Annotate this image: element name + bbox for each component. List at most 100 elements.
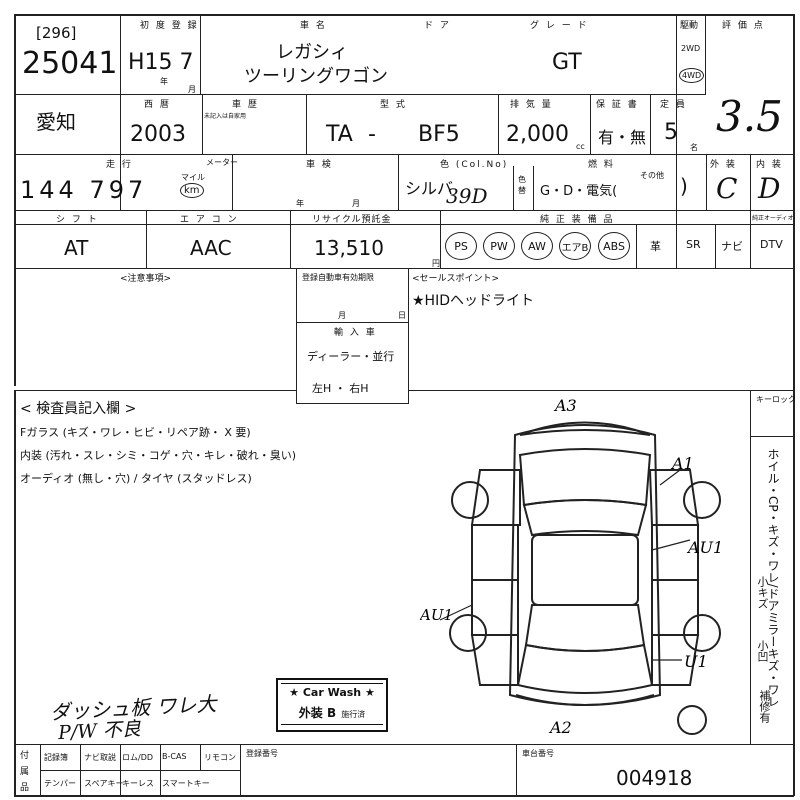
col-fuel bbox=[533, 166, 534, 210]
warranty: 有・無 bbox=[598, 128, 647, 147]
notes-bottom-right bbox=[408, 390, 794, 391]
col-history bbox=[202, 94, 203, 154]
fuel: G・D・電気( bbox=[540, 184, 618, 199]
col-exterior bbox=[706, 154, 707, 210]
fuel-label: 燃 料 bbox=[588, 160, 615, 170]
col-inspection bbox=[232, 154, 233, 210]
grade-label: グ レ ー ド bbox=[530, 21, 589, 31]
equip-sr: SR bbox=[686, 238, 701, 251]
reg-value: H15 7 bbox=[128, 50, 194, 75]
color-label: 色 (Col.No) bbox=[440, 160, 509, 170]
col-1 bbox=[120, 14, 121, 210]
warranty-label: 保 証 書 bbox=[596, 100, 639, 110]
mileage-unit-top: マイル bbox=[181, 173, 205, 182]
sales-label: <セールスポイント> bbox=[412, 274, 500, 284]
rear-window bbox=[524, 604, 646, 652]
import-dealer: ディーラー・並行 bbox=[307, 350, 395, 363]
recycle-label: リサイクル預託金 bbox=[312, 215, 392, 225]
right-front-fender bbox=[648, 469, 700, 526]
col-capacity bbox=[650, 94, 651, 154]
left-front-door bbox=[471, 524, 519, 581]
wheel-rear-left bbox=[449, 614, 487, 652]
car-damage-diagram: A3 A1 AU1 AU1 U1 A2 bbox=[420, 396, 723, 737]
year: 2003 bbox=[130, 122, 186, 147]
capacity-label: 定 員 bbox=[660, 100, 687, 110]
row-line-1 bbox=[14, 94, 706, 95]
row-line-3b bbox=[14, 224, 794, 225]
rear-bumper bbox=[515, 694, 655, 706]
inspector-line-1: Fガラス (キズ・ワレ・ヒビ・リペア跡・ X 要) bbox=[20, 426, 251, 439]
prefecture: 愛知 bbox=[36, 110, 76, 134]
car-name-line2: ツーリングワゴン bbox=[244, 66, 388, 87]
recycle-unit: 円 bbox=[432, 259, 440, 268]
row-line-4 bbox=[14, 268, 794, 269]
door-label: ド ア bbox=[424, 21, 451, 31]
col-interior bbox=[750, 154, 751, 210]
footer-col-5 bbox=[240, 744, 241, 796]
col-color bbox=[398, 154, 399, 210]
col-recycle bbox=[290, 210, 291, 268]
equip-sep-2 bbox=[676, 224, 677, 268]
fuel-close: ) bbox=[680, 174, 688, 198]
sales-point: ★HIDヘッドライト bbox=[412, 293, 534, 309]
equip-ps: PS bbox=[445, 232, 477, 260]
expiry-month: 月 bbox=[338, 311, 346, 320]
inspection-month: 月 bbox=[352, 199, 360, 208]
roof bbox=[531, 534, 639, 606]
left-front-fender bbox=[470, 469, 521, 526]
equip-dtv: DTV bbox=[760, 238, 783, 251]
car-name-label: 車 名 bbox=[300, 21, 327, 31]
tag-front-right: A1 bbox=[670, 454, 694, 473]
shift: AT bbox=[64, 236, 89, 260]
frame-bottom bbox=[14, 795, 794, 797]
inspector-line-2: 内装 (汚れ・スレ・シミ・コゲ・穴・キレ・破れ・臭い) bbox=[20, 449, 297, 462]
capacity-unit: 名 bbox=[690, 143, 698, 152]
interior-grade: D bbox=[758, 172, 781, 205]
tag-bottom: A2 bbox=[548, 718, 572, 737]
notes-bottom-left bbox=[14, 390, 296, 391]
rear-hatch bbox=[516, 643, 654, 694]
carwash-stamp: ★ Car Wash ★ 外装 B 施行済 bbox=[276, 678, 388, 732]
row-line-3 bbox=[14, 210, 794, 211]
interior-label: 内 装 bbox=[756, 160, 783, 170]
footer-col-3 bbox=[160, 744, 161, 796]
expiry-label: 登録自動車有効期限 bbox=[302, 273, 374, 282]
score-label: 評 価 点 bbox=[722, 21, 765, 31]
drive-label: 駆動 bbox=[680, 21, 699, 31]
frame-right bbox=[793, 14, 795, 796]
carwash-suffix: 施行済 bbox=[341, 710, 366, 719]
frame-left-lower bbox=[14, 390, 16, 796]
right-rear-fender bbox=[651, 634, 700, 686]
acc-spare-key: スペアキー bbox=[84, 779, 124, 788]
equip-aw: AW bbox=[521, 232, 553, 260]
col-color-change bbox=[513, 166, 514, 210]
frame-left bbox=[14, 14, 16, 386]
model-label: 型 式 bbox=[380, 100, 407, 110]
model-dash: - bbox=[368, 122, 376, 147]
left-rear-fender bbox=[470, 634, 519, 686]
ac: AAC bbox=[190, 236, 232, 260]
tag-left: AU1 bbox=[420, 606, 453, 624]
import-label: 輸 入 車 bbox=[334, 328, 377, 338]
cc-label: 排 気 量 bbox=[510, 100, 553, 110]
extra-equipment-label: 純正オーディオ bbox=[752, 215, 794, 222]
meter-label: メーター bbox=[206, 158, 238, 167]
acc-smart-key: スマートキー bbox=[162, 779, 210, 788]
color: シルバ bbox=[405, 179, 454, 198]
caution-label: <注意事項> bbox=[120, 274, 172, 284]
mileage: 144 797 bbox=[20, 176, 148, 204]
exterior-label: 外 装 bbox=[710, 160, 737, 170]
col-model bbox=[306, 94, 307, 154]
sidebar-repair: 補修有 bbox=[758, 690, 771, 723]
expiry-day: 日 bbox=[398, 311, 406, 320]
inspection-year: 年 bbox=[296, 199, 304, 208]
footer-top bbox=[14, 744, 794, 745]
sidebar-small-2: 小凹 bbox=[756, 640, 769, 662]
col-warranty bbox=[590, 94, 591, 154]
sidebar-vertical: ホイル・CP・キズ・ワレ/ドアミラーキズ・ワレ bbox=[766, 448, 780, 708]
grade: GT bbox=[552, 50, 582, 75]
equip-sep-3 bbox=[715, 224, 716, 268]
shift-label: シ フ ト bbox=[56, 215, 99, 225]
reg-no-label: 登録番号 bbox=[246, 749, 278, 758]
mileage-label: 走 行 bbox=[106, 160, 133, 170]
